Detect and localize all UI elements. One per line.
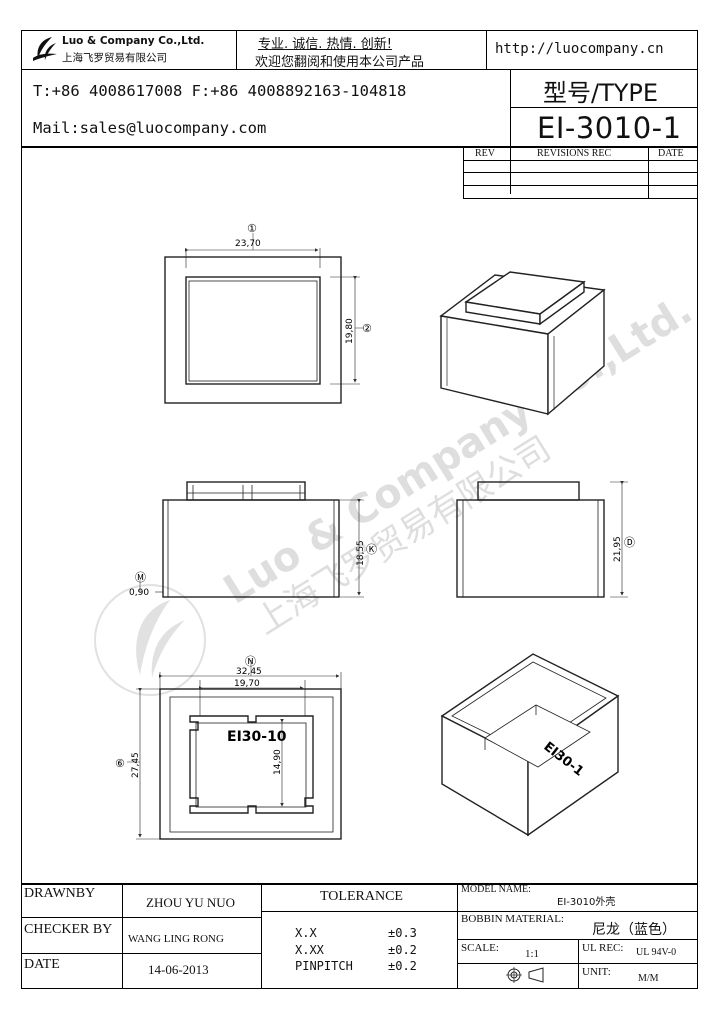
- drawing-frame: [21, 30, 698, 989]
- top-marker-1: ①: [247, 222, 257, 235]
- type-value: EI-3010-1: [537, 111, 682, 145]
- bottom-dim-inner-w: 19,70: [234, 679, 260, 689]
- scale-label: SCALE:: [461, 942, 499, 954]
- iso-bottom-view: [440, 653, 620, 837]
- front-marker-m: Ⓜ: [135, 571, 146, 584]
- tol-name-xx: X.X: [295, 926, 317, 940]
- bottom-dim-outer-h: 27,45: [131, 752, 141, 778]
- ul-label: UL REC:: [582, 942, 624, 954]
- ul-value: UL 94V-0: [636, 947, 677, 958]
- tol-value-pinpitch: ±0.2: [388, 959, 417, 973]
- bottom-marker-6: ⑥: [115, 757, 125, 770]
- scale-value: 1:1: [525, 948, 540, 960]
- watermark-logo-icon: [94, 584, 206, 696]
- rev-header: REV: [475, 148, 495, 159]
- bottom-dim-outer-w: 32,45: [236, 667, 262, 677]
- type-label: 型号/TYPE: [543, 79, 659, 107]
- side-view: [456, 481, 628, 598]
- unit-label: UNIT:: [582, 966, 611, 978]
- tol-value-xx: ±0.3: [388, 926, 417, 940]
- top-view: [164, 233, 364, 404]
- company-name-cn: 上海飞罗贸易有限公司: [62, 52, 167, 64]
- slogan-line-1: 专业. 诚信. 热情. 创新!: [258, 37, 393, 52]
- leaf-logo-icon: [33, 37, 57, 61]
- tol-name-pinpitch: PINPITCH: [295, 959, 353, 973]
- technical-drawing: Luo & Company Co.,Ltd. 上海飞罗贸易有限公司 ① 23,7…: [94, 222, 700, 840]
- tol-value-xxx: ±0.2: [388, 943, 417, 957]
- checker-value: WANG LING RONG: [128, 933, 224, 945]
- revisions-rec-header: REVISIONS REC: [537, 148, 612, 159]
- unit-value: M/M: [638, 973, 659, 984]
- top-marker-2: ②: [362, 322, 372, 335]
- date-label: DATE: [24, 957, 60, 972]
- bottom-view: [127, 660, 342, 840]
- top-dim-width: 23,70: [235, 239, 261, 249]
- bobbin-label: BOBBIN MATERIAL:: [461, 913, 564, 925]
- model-value: EI-3010外壳: [557, 897, 616, 908]
- date-value: 14-06-2013: [148, 962, 209, 977]
- tol-name-xxx: X.XX: [295, 943, 324, 957]
- slogan-line-2: 欢迎您翻阅和使用本公司产品: [255, 55, 425, 70]
- drawnby-value: ZHOU YU NUO: [146, 895, 236, 910]
- front-marker-k: Ⓚ: [366, 543, 377, 556]
- bottom-dim-inner-h: 14,90: [273, 749, 283, 775]
- model-label: MODEL NAME:: [461, 884, 531, 895]
- side-dim-height: 21,95: [613, 536, 623, 562]
- date-header: DATE: [658, 148, 684, 159]
- company-name-en: Luo & Company Co.,Ltd.: [62, 35, 205, 47]
- front-dim-height: 18,55: [356, 540, 366, 566]
- email: Mail:sales@luocompany.com: [33, 119, 267, 137]
- checker-label: CHECKER BY: [24, 922, 113, 937]
- bottom-marker-n: Ⓝ: [245, 655, 256, 668]
- company-website[interactable]: http://luocompany.cn: [495, 41, 664, 57]
- phone-fax: T:+86 4008617008 F:+86 4008892163-104818: [33, 82, 407, 100]
- company-logo: [30, 34, 60, 64]
- bobbin-value: 尼龙（蓝色）: [592, 922, 676, 938]
- tolerance-label: TOLERANCE: [320, 889, 403, 904]
- front-dim-wall: 0,90: [129, 588, 149, 598]
- iso-top-view: [439, 271, 606, 416]
- drawnby-label: DRAWNBY: [24, 886, 96, 901]
- top-dim-height: 19,80: [345, 318, 355, 344]
- projection-symbol-icon: [505, 966, 547, 984]
- bottom-part-label: EI30-10: [227, 729, 287, 745]
- side-marker-d: Ⓓ: [624, 536, 635, 549]
- front-view: [139, 481, 364, 598]
